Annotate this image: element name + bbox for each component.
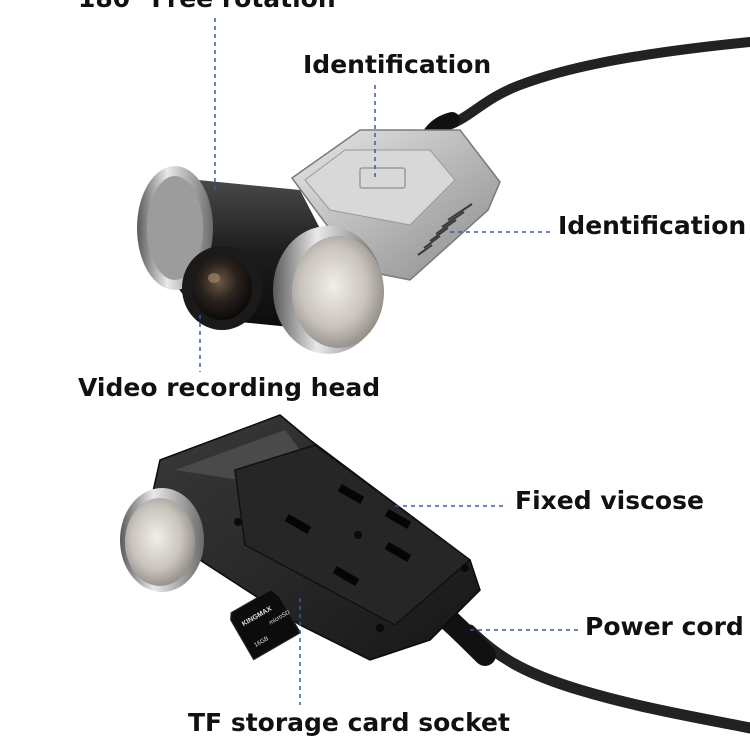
microsd-card: KINGMAX microSD 16GB bbox=[230, 589, 302, 661]
top-camera bbox=[137, 37, 750, 354]
rotation-prefix: 180° bbox=[78, 0, 143, 13]
rotation-text: Free rotation bbox=[151, 0, 335, 13]
power-cord-label: Power cord bbox=[585, 612, 744, 641]
lens bbox=[182, 246, 262, 330]
fixed-viscose-label: Fixed viscose bbox=[515, 486, 704, 515]
leader-lines bbox=[199, 18, 578, 705]
tf-storage-card-socket-label: TF storage card socket bbox=[188, 708, 510, 737]
identification-top-label: Identification bbox=[303, 50, 492, 79]
top-cable bbox=[435, 37, 750, 133]
video-recording-head-label: Video recording head bbox=[78, 373, 381, 402]
rotation-label: 180° Free rotation bbox=[78, 0, 336, 11]
pivot-disc bbox=[292, 236, 384, 348]
bottom-cable bbox=[464, 624, 750, 734]
bottom-camera: KINGMAX microSD 16GB bbox=[120, 414, 750, 734]
identification-right-label: Identification bbox=[558, 211, 747, 240]
